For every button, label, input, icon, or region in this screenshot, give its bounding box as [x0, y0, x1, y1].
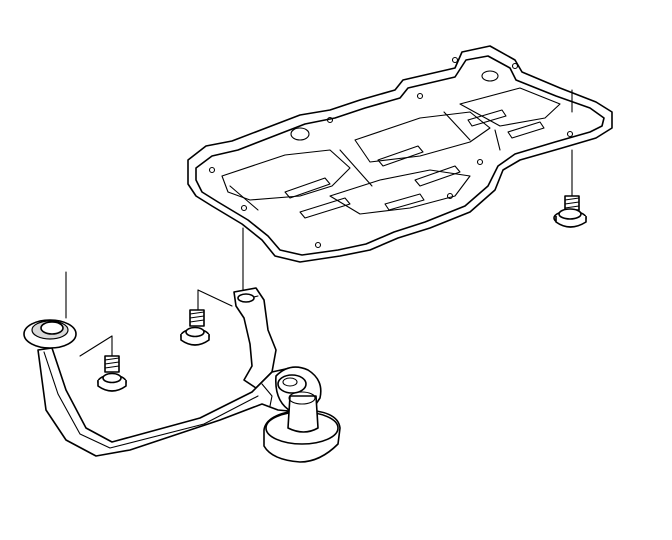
- bolt: [180, 289, 233, 346]
- oil-pan-plate: [187, 45, 613, 263]
- pickup-strainer: [263, 391, 341, 463]
- bolt: [553, 89, 587, 228]
- bolt: [79, 335, 127, 392]
